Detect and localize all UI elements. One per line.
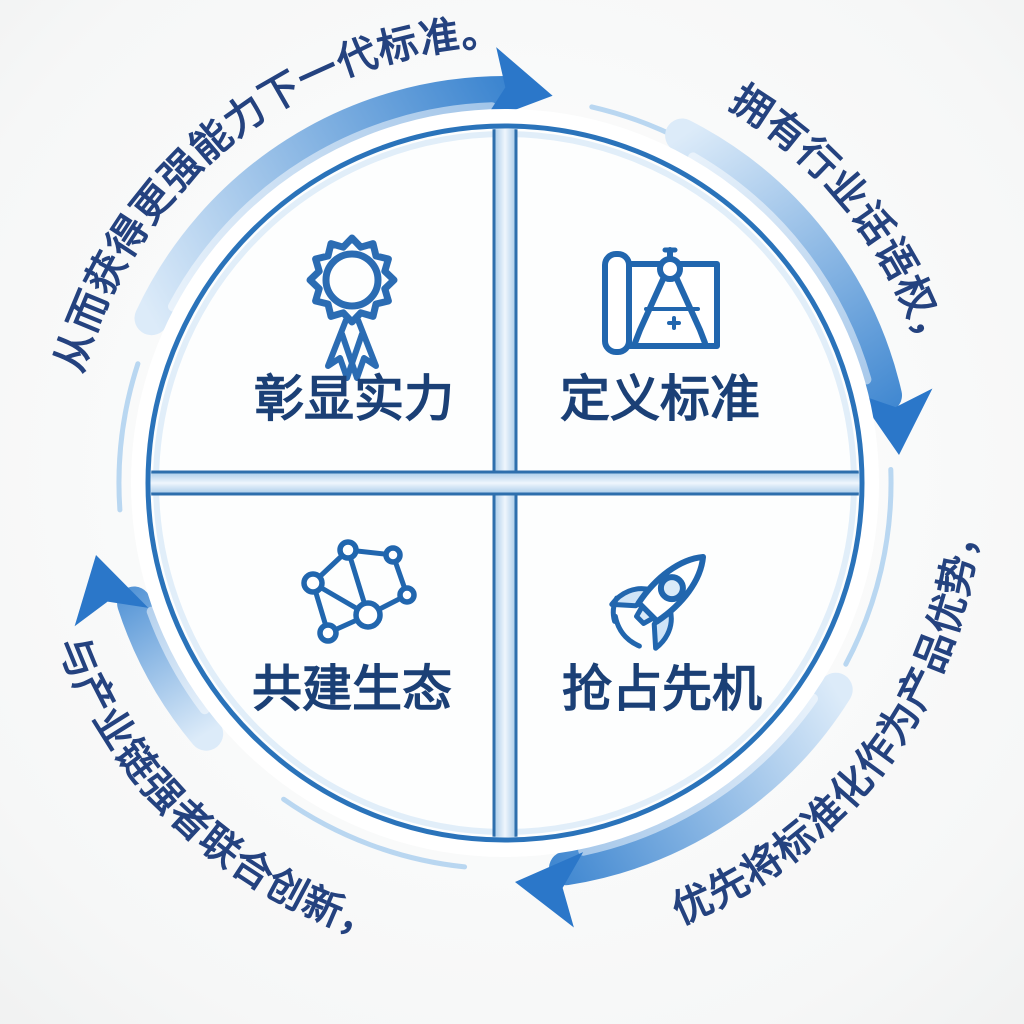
quadrant-bottom-right: 抢占先机 xyxy=(562,553,762,717)
arrow-top-band xyxy=(134,76,522,336)
blueprint-compass-icon xyxy=(602,247,720,355)
arrow-left-band xyxy=(117,586,224,751)
quadrant-top-left: 彰显实力 xyxy=(254,234,454,427)
arrow-right-band xyxy=(665,118,902,413)
network-nodes-icon xyxy=(301,539,417,644)
rocket-icon xyxy=(609,553,707,651)
quadrant-label-top-right: 定义标准 xyxy=(560,371,760,427)
quadrant-top-right: 定义标准 xyxy=(560,247,760,427)
quadrant-bottom-left: 共建生态 xyxy=(252,539,452,717)
arrow-right-head-icon xyxy=(856,388,933,455)
divider-cross xyxy=(151,129,859,837)
arrow-left-head-icon xyxy=(74,555,149,627)
arrow-bottom xyxy=(515,672,853,928)
cycle-arrows xyxy=(74,47,933,928)
arrow-left xyxy=(74,555,224,751)
arrow-top-head-icon xyxy=(482,47,553,123)
arrow-top xyxy=(134,47,553,336)
award-badge-icon xyxy=(306,234,398,381)
arrow-right xyxy=(665,118,933,455)
quadrant-label-top-left: 彰显实力 xyxy=(254,371,454,427)
outer-glow-ring xyxy=(131,109,879,857)
arrow-bottom-band xyxy=(549,672,853,886)
quadrant-label-bottom-left: 共建生态 xyxy=(252,661,452,717)
arrow-bottom-head-icon xyxy=(515,852,584,928)
divider-horizontal xyxy=(151,470,859,496)
quadrant-label-bottom-right: 抢占先机 xyxy=(562,661,762,717)
